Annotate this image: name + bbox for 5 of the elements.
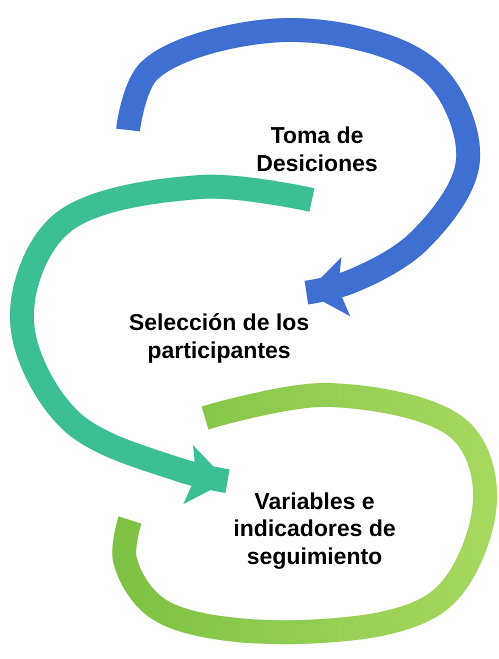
curved-arrow [10, 174, 314, 504]
curved-arrow [116, 18, 480, 316]
node-label: Selección de los participantes [128, 308, 310, 364]
node-label: Variables e indicadores de seguimiento [232, 488, 397, 570]
node-label: Toma de Desiciones [255, 122, 379, 178]
